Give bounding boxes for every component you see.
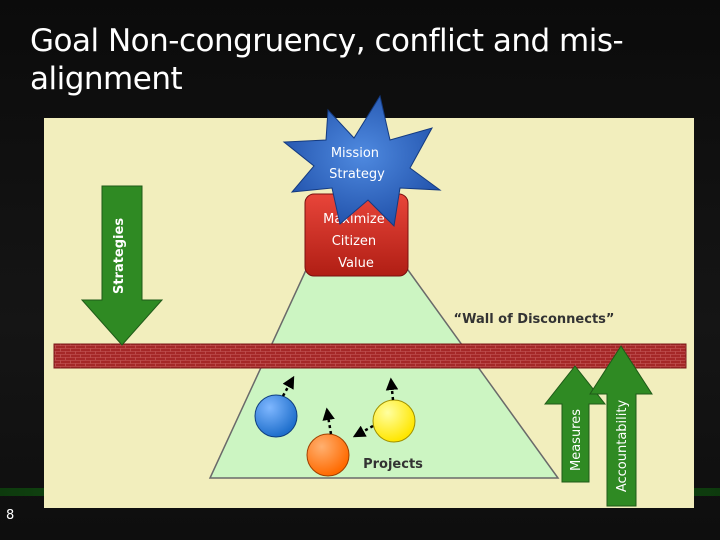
strategies-label: Strategies — [112, 218, 127, 294]
orange-direction-arrow — [322, 407, 335, 435]
wall-of-disconnects — [53, 343, 687, 369]
box-line-3: Value — [338, 256, 374, 271]
project-ball-yellow — [372, 399, 416, 443]
measures-label: Measures — [569, 409, 584, 471]
page-number: 8 — [6, 508, 15, 523]
projects-label: Projects — [363, 457, 423, 472]
slide-title: Goal Non-congruency, conflict and mis-al… — [30, 23, 624, 97]
measures-up-arrow — [543, 365, 607, 483]
box-line-2: Citizen — [332, 234, 376, 249]
project-ball-blue — [254, 394, 298, 438]
svg-text:Mission Strategy: Mission Strategy — [329, 146, 385, 182]
svg-text:Maximize Citizen Value: Maximize Citizen Value — [323, 212, 389, 271]
accountability-label: Accountability — [615, 400, 630, 493]
wall-label: “Wall of Disconnects” — [454, 312, 615, 327]
accountability-up-arrow — [589, 345, 653, 507]
mission-strategy-star — [282, 94, 442, 228]
box-line-1: Maximize — [323, 212, 385, 227]
project-ball-orange — [306, 433, 350, 477]
star-line-2: Strategy — [329, 167, 385, 182]
star-line-1: Mission — [331, 146, 379, 161]
strategies-down-arrow — [80, 185, 164, 346]
